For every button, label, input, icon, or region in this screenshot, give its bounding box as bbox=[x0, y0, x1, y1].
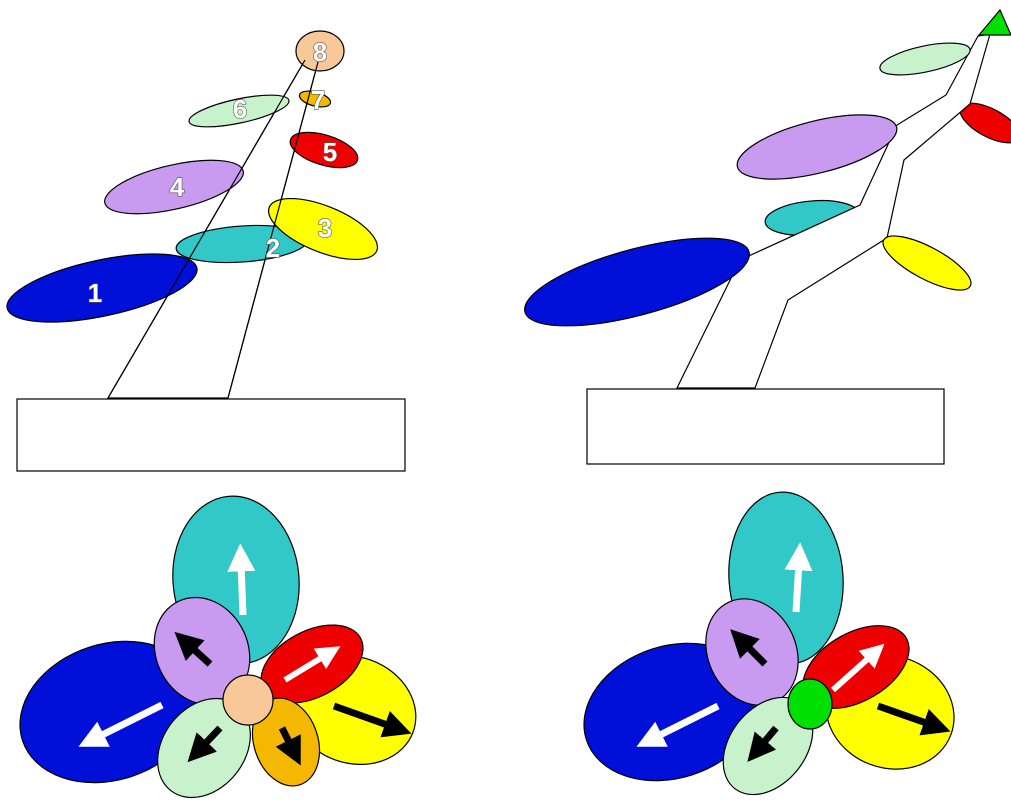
arrow-yellow-icon bbox=[332, 702, 412, 738]
arrow-blue-icon bbox=[78, 701, 164, 747]
leaf-blue-right bbox=[524, 237, 750, 327]
leaf-label-2: 2 bbox=[266, 233, 280, 263]
pot-left bbox=[16, 398, 406, 472]
leaf-4 bbox=[104, 159, 244, 215]
leaf-mint-right bbox=[879, 42, 971, 76]
apex-triangle-icon bbox=[977, 8, 1011, 36]
arrow-mint-icon bbox=[187, 725, 223, 763]
arrow-lavender-icon bbox=[174, 631, 213, 667]
leaf-label-5: 5 bbox=[323, 137, 337, 167]
leaf-8 bbox=[295, 30, 345, 72]
leaf-label-1: 1 bbox=[88, 278, 102, 308]
arrow-red-icon bbox=[283, 646, 341, 683]
top-right-plant bbox=[524, 8, 1011, 465]
leaf-5 bbox=[289, 131, 359, 169]
arrow-blue-b-icon bbox=[636, 702, 720, 747]
center-peach bbox=[222, 674, 274, 726]
leaf-1 bbox=[6, 253, 198, 323]
top-left-plant: 1 2 3 4 5 6 7 8 bbox=[6, 30, 406, 472]
pot-right bbox=[586, 388, 945, 465]
arrow-orange-icon bbox=[275, 726, 301, 766]
leaf-6 bbox=[188, 94, 290, 128]
leaf-3 bbox=[267, 197, 379, 261]
leaf-label-6: 6 bbox=[233, 94, 247, 124]
arrow-red-b-icon bbox=[830, 643, 885, 693]
arrow-yellow-b-icon bbox=[876, 702, 951, 736]
arrow-teal-b-icon bbox=[784, 542, 813, 613]
leaf-lavender-right bbox=[736, 114, 898, 180]
leaf-label-3: 3 bbox=[318, 213, 332, 243]
leaf-label-4: 4 bbox=[170, 172, 185, 202]
leaf-yellow-right bbox=[882, 235, 972, 291]
arrow-mint-b-icon bbox=[747, 725, 779, 762]
leaf-label-7: 7 bbox=[311, 85, 325, 115]
leaf-label-8: 8 bbox=[313, 37, 327, 67]
arrow-lavender-b-icon bbox=[730, 629, 768, 667]
arrow-teal-icon bbox=[227, 543, 256, 616]
center-green bbox=[787, 678, 833, 730]
bottom-left-rosette bbox=[19, 495, 417, 799]
bottom-right-rosette bbox=[583, 491, 955, 796]
